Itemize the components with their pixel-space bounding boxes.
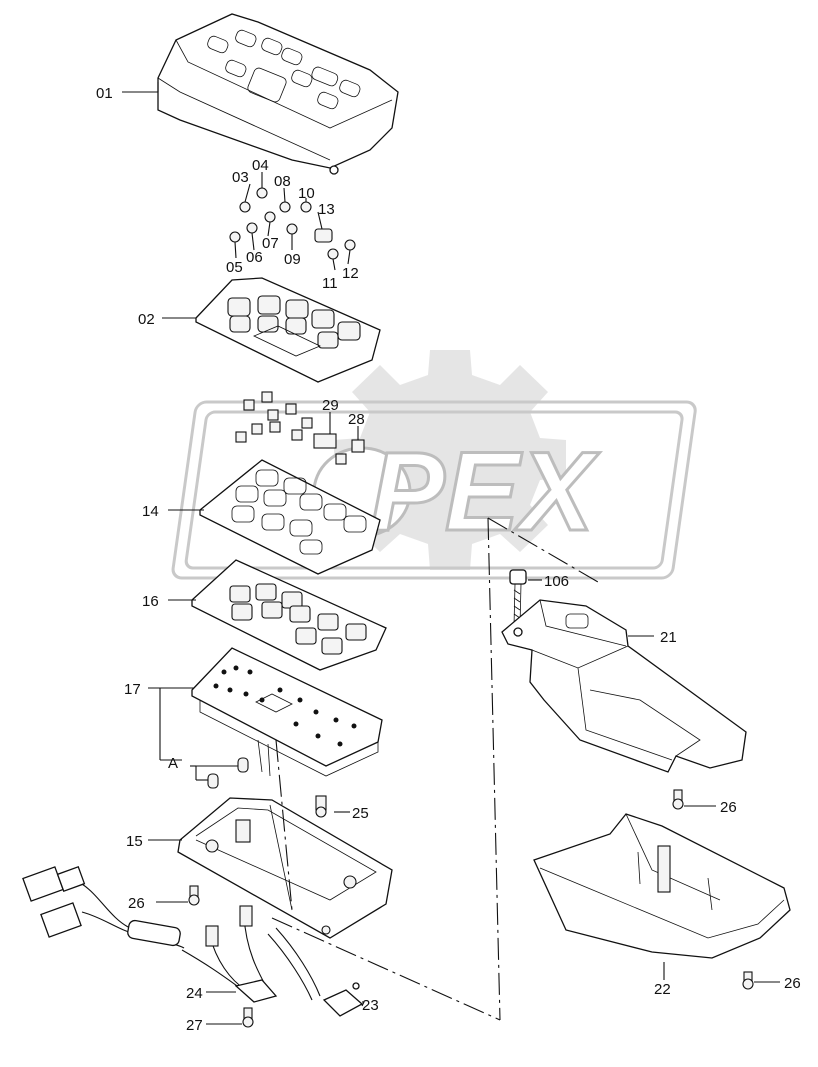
part-22-side-cover	[533, 813, 791, 959]
callout-26-b: 26	[720, 799, 737, 816]
part-02-keypad-frame	[195, 277, 381, 383]
callout-06: 06	[246, 249, 263, 266]
callout-23: 23	[362, 997, 379, 1014]
part-21-bracket	[501, 599, 747, 773]
part-01-cover	[157, 13, 399, 175]
alignment-lines	[271, 517, 599, 1021]
part-15-base-case	[177, 797, 393, 939]
callout-26-c: 26	[784, 975, 801, 992]
callout-14: 14	[142, 503, 159, 520]
part-16-switch-board	[191, 559, 387, 671]
callout-15: 15	[126, 833, 143, 850]
part-24-wire-harness	[22, 865, 321, 1003]
watermark-logo: PEX	[171, 350, 697, 580]
callout-08: 08	[274, 173, 291, 190]
part-23-cap	[322, 982, 364, 1017]
callout-02: 02	[138, 311, 155, 328]
callout-A: A	[168, 755, 178, 772]
callout-17: 17	[124, 681, 141, 698]
callout-01: 01	[96, 85, 113, 102]
callout-09: 09	[284, 251, 301, 268]
callout-13: 13	[318, 201, 335, 218]
callout-25: 25	[352, 805, 369, 822]
callout-106: 106	[544, 573, 569, 590]
callout-21: 21	[660, 629, 677, 646]
small-switches-03-13	[229, 187, 356, 260]
part-A-bulbs	[207, 757, 249, 789]
parts-28-29-blocks	[235, 391, 365, 465]
callout-07: 07	[262, 235, 279, 252]
callout-10: 10	[298, 185, 315, 202]
callout-05: 05	[226, 259, 243, 276]
callout-26-a: 26	[128, 895, 145, 912]
callout-04: 04	[252, 157, 269, 174]
callout-12: 12	[342, 265, 359, 282]
callout-27: 27	[186, 1017, 203, 1034]
part-14-rubber-pad	[199, 459, 381, 575]
part-17-circuit-board	[191, 647, 383, 777]
callout-labels: 01 02 03 04 05 06 07 08 09 10 11 12 13 1…	[96, 85, 801, 1034]
callout-22: 22	[654, 981, 671, 998]
callout-28: 28	[348, 411, 365, 428]
callout-29: 29	[322, 397, 339, 414]
callout-11: 11	[322, 275, 338, 292]
callout-16: 16	[142, 593, 159, 610]
callout-03: 03	[232, 169, 249, 186]
watermark-text: PEX	[370, 429, 600, 554]
callout-24: 24	[186, 985, 203, 1002]
leader-lines	[122, 82, 780, 1025]
screws	[188, 789, 754, 1028]
